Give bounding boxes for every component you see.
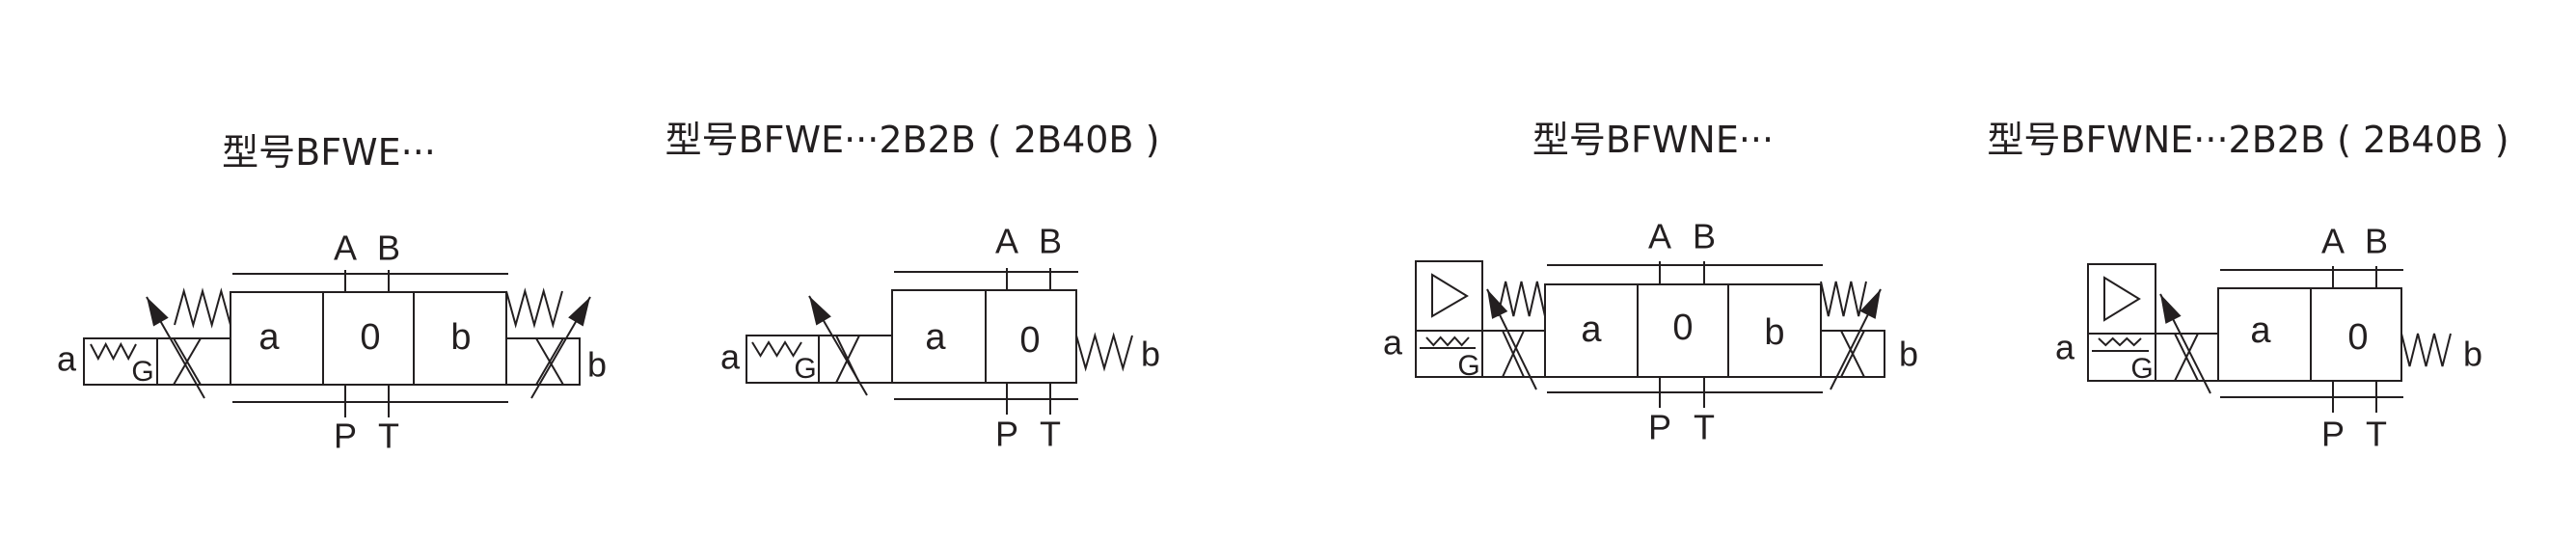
cross-box-a bbox=[818, 335, 893, 384]
port-t-label: T bbox=[1040, 415, 1061, 454]
spring-a-icon bbox=[174, 287, 231, 329]
port-b-label: B bbox=[1039, 222, 1062, 261]
diagram-title: 型号BFWNE···2B2B ( 2B40B ) bbox=[1987, 119, 2508, 161]
spring-b-icon bbox=[2400, 333, 2452, 367]
port-b-label: B bbox=[377, 228, 400, 268]
port-t-label: T bbox=[2366, 415, 2387, 454]
side-b-label: b bbox=[1899, 335, 1918, 374]
diagram-bfwe: 型号BFWE··· A B P T a 0 b a b G bbox=[57, 131, 607, 456]
cell-label-b: b bbox=[1764, 312, 1784, 353]
side-a-label: a bbox=[57, 339, 77, 379]
port-p-label: P bbox=[2321, 415, 2345, 454]
diagram-shapes bbox=[83, 260, 2452, 417]
port-p-label: P bbox=[1648, 408, 1671, 447]
pilot-box bbox=[1415, 260, 1483, 378]
cross-lines bbox=[1502, 330, 1525, 378]
cell-label-0: 0 bbox=[2347, 317, 2368, 358]
diagram-title: 型号BFWNE··· bbox=[1532, 119, 1774, 161]
cross-box-b bbox=[1820, 330, 1885, 378]
side-a-label: a bbox=[720, 337, 741, 377]
solenoid-g-label: G bbox=[1457, 350, 1479, 382]
cross-lines bbox=[173, 337, 202, 386]
arrowhead-icon bbox=[147, 297, 169, 327]
spring-a-icon bbox=[1497, 281, 1546, 317]
cross-box-a bbox=[156, 337, 231, 386]
diagram-bfwne: 型号BFWNE··· A B P T a 0 b a b G bbox=[1383, 119, 1918, 447]
port-a-label: A bbox=[334, 228, 357, 268]
cell-label-0: 0 bbox=[1019, 320, 1040, 361]
pilot-triangle-icon bbox=[2103, 276, 2141, 322]
diagram-bfwne-2b2b: 型号BFWNE···2B2B ( 2B40B ) A B P T a 0 a b… bbox=[1987, 119, 2508, 454]
arrowhead-icon bbox=[1859, 289, 1881, 319]
arrowhead-icon bbox=[2160, 294, 2182, 324]
valve-body bbox=[891, 289, 1077, 384]
diagram-title: 型号BFWE··· bbox=[222, 131, 436, 174]
diagram-bfwe-2b2b: 型号BFWE···2B2B ( 2B40B ) A B P T a 0 a b … bbox=[665, 119, 1160, 454]
port-p-label: P bbox=[334, 416, 357, 456]
solenoid-g-label: G bbox=[794, 353, 816, 385]
solenoid-g-label: G bbox=[2130, 353, 2153, 385]
port-p-label: P bbox=[995, 415, 1018, 454]
solenoid-spring-icon bbox=[1425, 336, 1470, 347]
pilot-box bbox=[2087, 263, 2156, 382]
cell-label-a: a bbox=[2250, 310, 2271, 351]
solenoid-spring-icon bbox=[90, 341, 137, 362]
solenoid-spring-icon bbox=[2098, 336, 2142, 347]
port-a-label: A bbox=[1648, 217, 1671, 256]
arrowhead-icon bbox=[568, 297, 590, 327]
port-t-label: T bbox=[1694, 408, 1715, 447]
solenoid-spring-icon bbox=[751, 340, 802, 358]
side-a-label: a bbox=[1383, 323, 1403, 362]
pilot-triangle-icon bbox=[1431, 273, 1469, 318]
port-b-label: B bbox=[2365, 222, 2388, 261]
cross-lines bbox=[1840, 330, 1865, 378]
cross-box-a bbox=[2155, 333, 2219, 382]
cross-lines bbox=[535, 337, 564, 386]
arrowhead-icon bbox=[1487, 289, 1508, 319]
port-t-label: T bbox=[378, 416, 399, 456]
cell-label-0: 0 bbox=[360, 317, 380, 358]
port-b-label: B bbox=[1693, 217, 1716, 256]
side-a-label: a bbox=[2055, 328, 2075, 367]
spring-b-icon bbox=[1820, 281, 1867, 317]
side-b-label: b bbox=[587, 345, 607, 385]
spring-b-icon bbox=[505, 287, 563, 329]
cell-label-a: a bbox=[1581, 309, 1602, 350]
cross-lines bbox=[2174, 333, 2199, 382]
cross-box-b bbox=[505, 337, 581, 386]
cell-label-a: a bbox=[925, 317, 946, 358]
spring-b-icon bbox=[1075, 332, 1133, 372]
cell-label-0: 0 bbox=[1672, 308, 1693, 348]
arrowhead-icon bbox=[809, 296, 831, 326]
cell-label-b: b bbox=[450, 317, 471, 358]
cross-box-a bbox=[1481, 330, 1546, 378]
diagram-title: 型号BFWE···2B2B ( 2B40B ) bbox=[665, 119, 1160, 161]
solenoid-g-label: G bbox=[131, 356, 153, 388]
port-a-label: A bbox=[2321, 222, 2345, 261]
cross-lines bbox=[835, 335, 860, 384]
port-a-label: A bbox=[995, 222, 1018, 261]
cell-label-a: a bbox=[258, 317, 280, 358]
side-b-label: b bbox=[2463, 335, 2482, 374]
side-b-label: b bbox=[1141, 335, 1160, 374]
